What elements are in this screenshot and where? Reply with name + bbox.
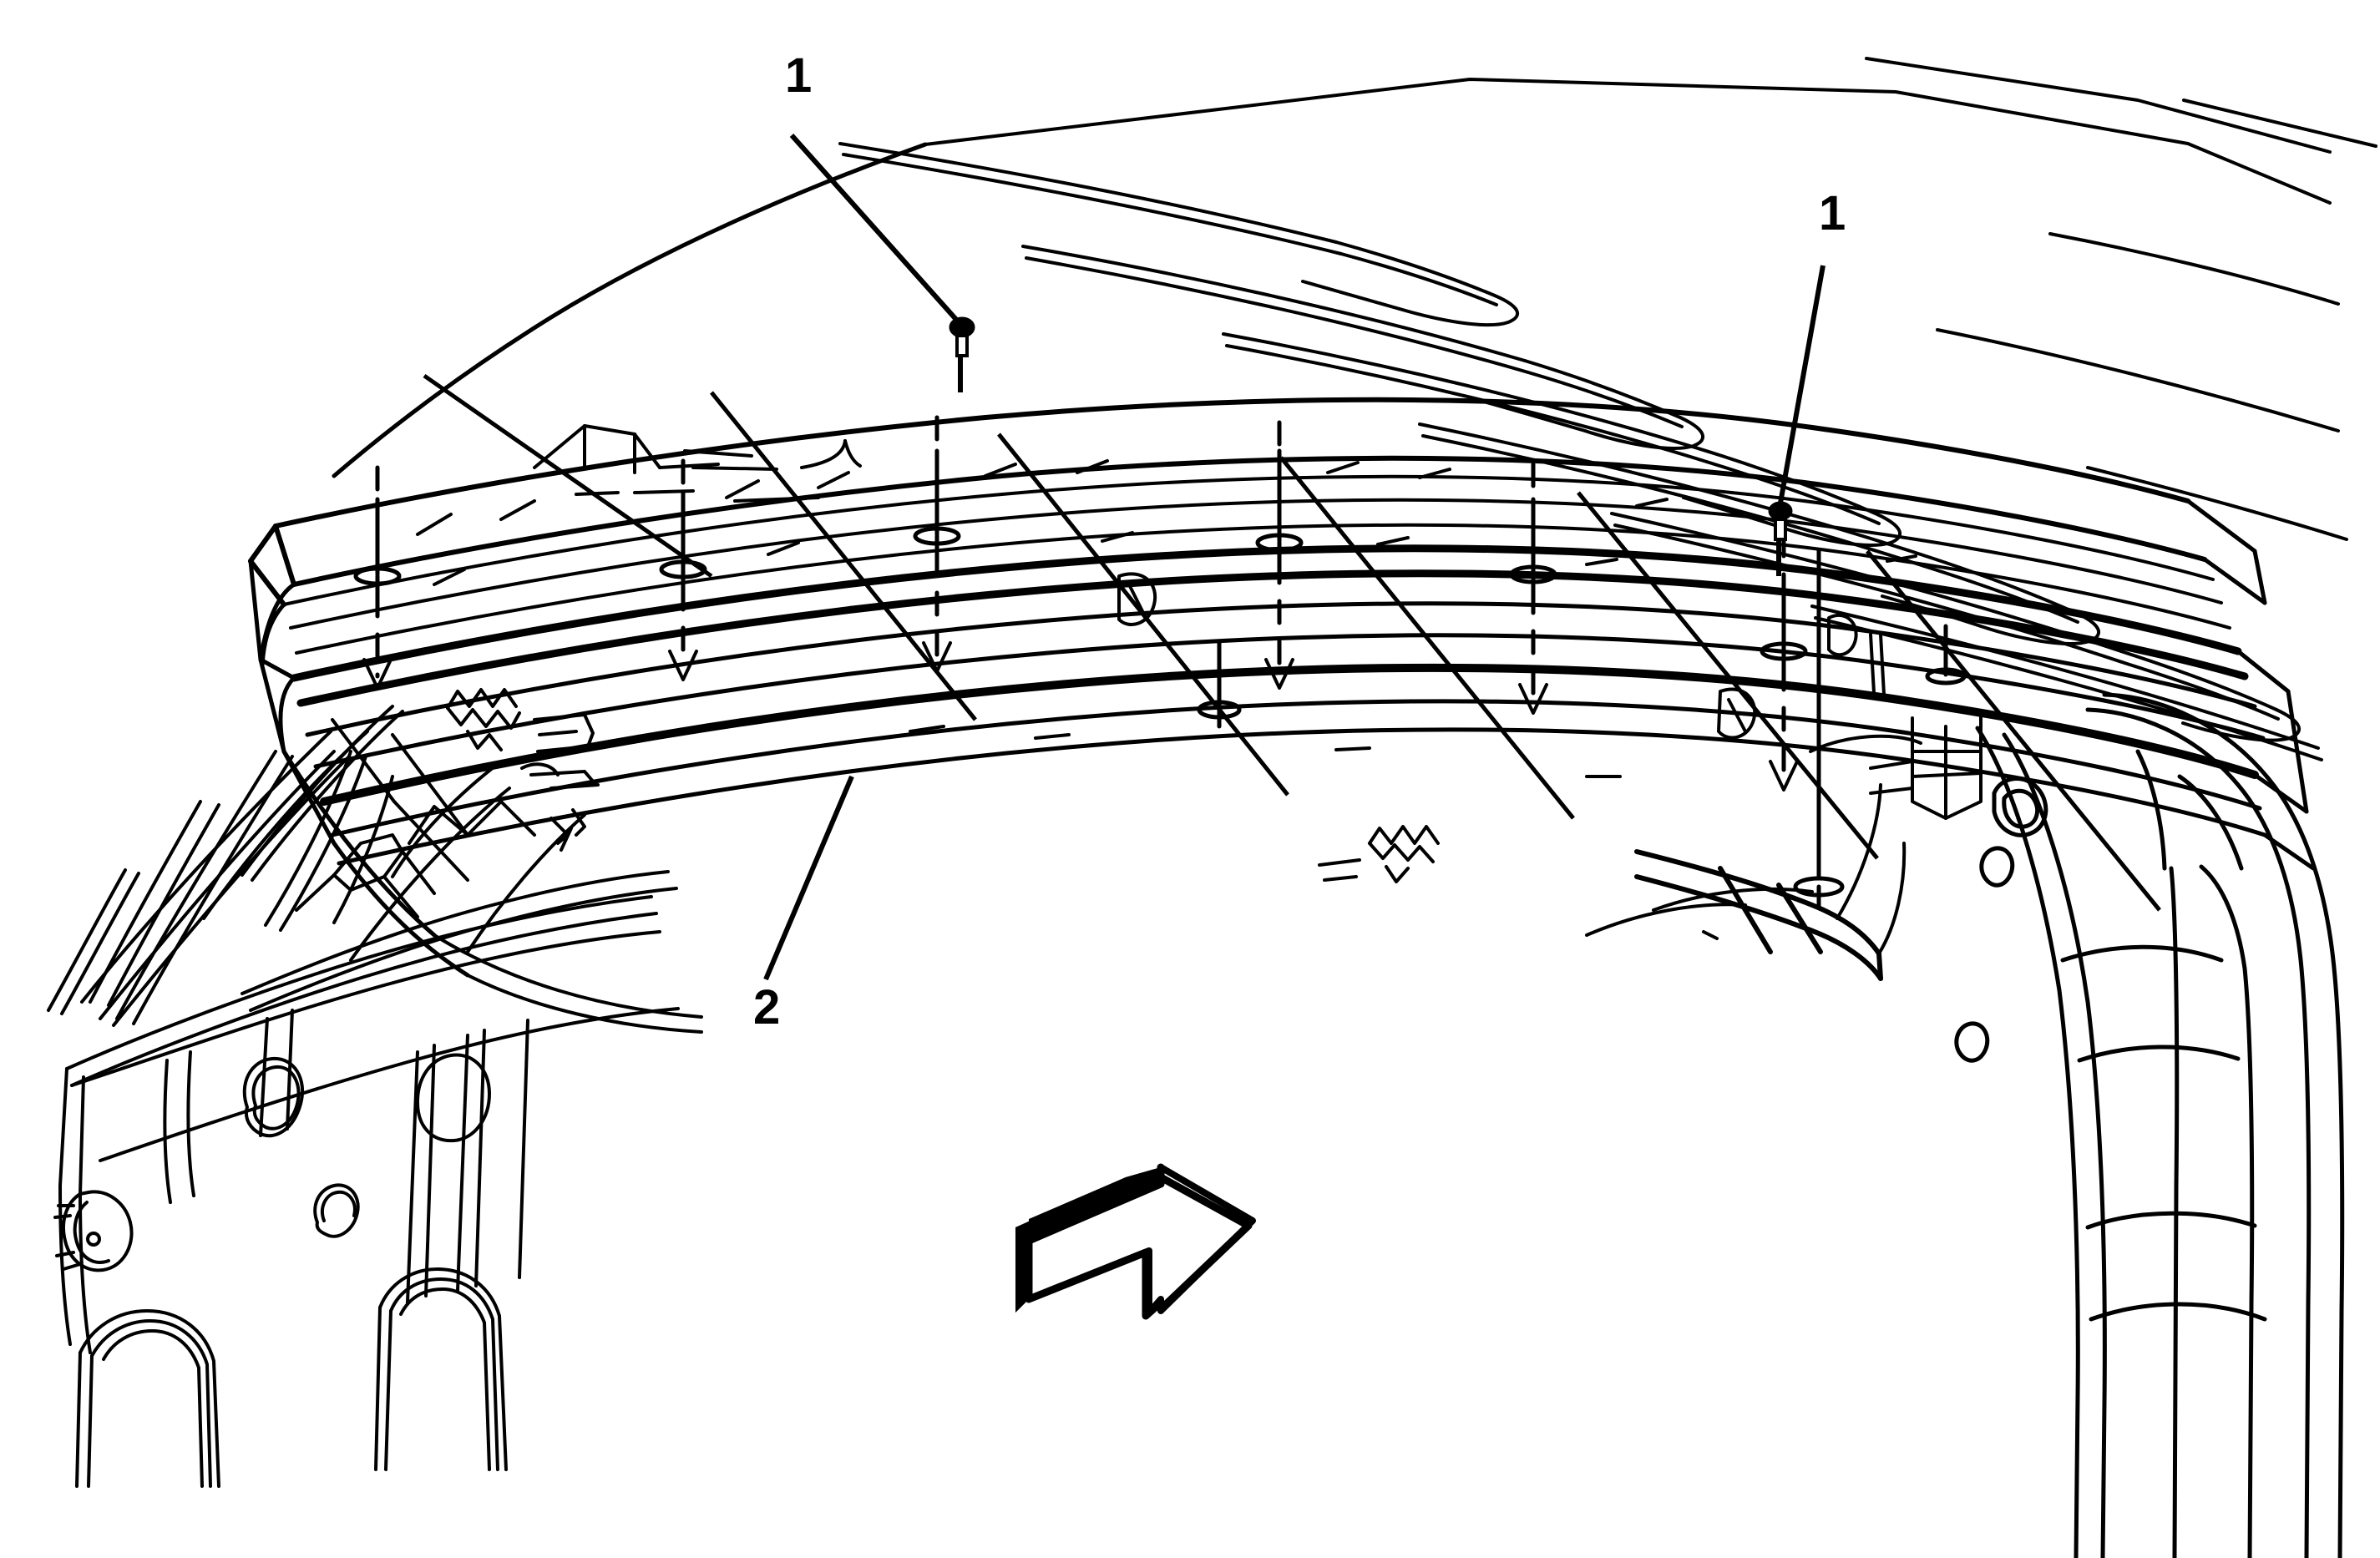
spoiler-orientation-marks [549,808,586,852]
bolt-left [949,316,975,392]
spoiler-bolt-group [949,316,1793,576]
leader-line-callout-1-left [789,134,961,324]
callout-label-2: 2 [753,980,781,1034]
callout-label-1-left: 1 [785,48,813,103]
spoiler-clip-detail-right [1318,825,1440,883]
left-upper-pillar [80,705,586,1027]
spoiler-pillar-bracket [1809,713,1982,820]
callout-label-1-right: 1 [1819,186,1846,240]
panel-hash-group [416,459,1917,778]
rear-header-beam [533,424,1886,740]
leader-line-callout-1-right [1777,265,1826,508]
leader-line-callout-2 [763,775,854,981]
roof-panel-group [47,57,2377,1558]
stud-guide-line-group [423,373,2161,912]
bolt-right [1768,501,1793,576]
rear-roof-spoiler [248,397,2207,607]
spoiler-clip-detail-left [446,688,600,790]
right-d-pillar [1954,692,2345,1558]
alignment-centerline-group [375,415,1786,779]
leader-line-group [763,134,1826,981]
vehicle-forward-direction-arrow [1015,1163,1256,1320]
